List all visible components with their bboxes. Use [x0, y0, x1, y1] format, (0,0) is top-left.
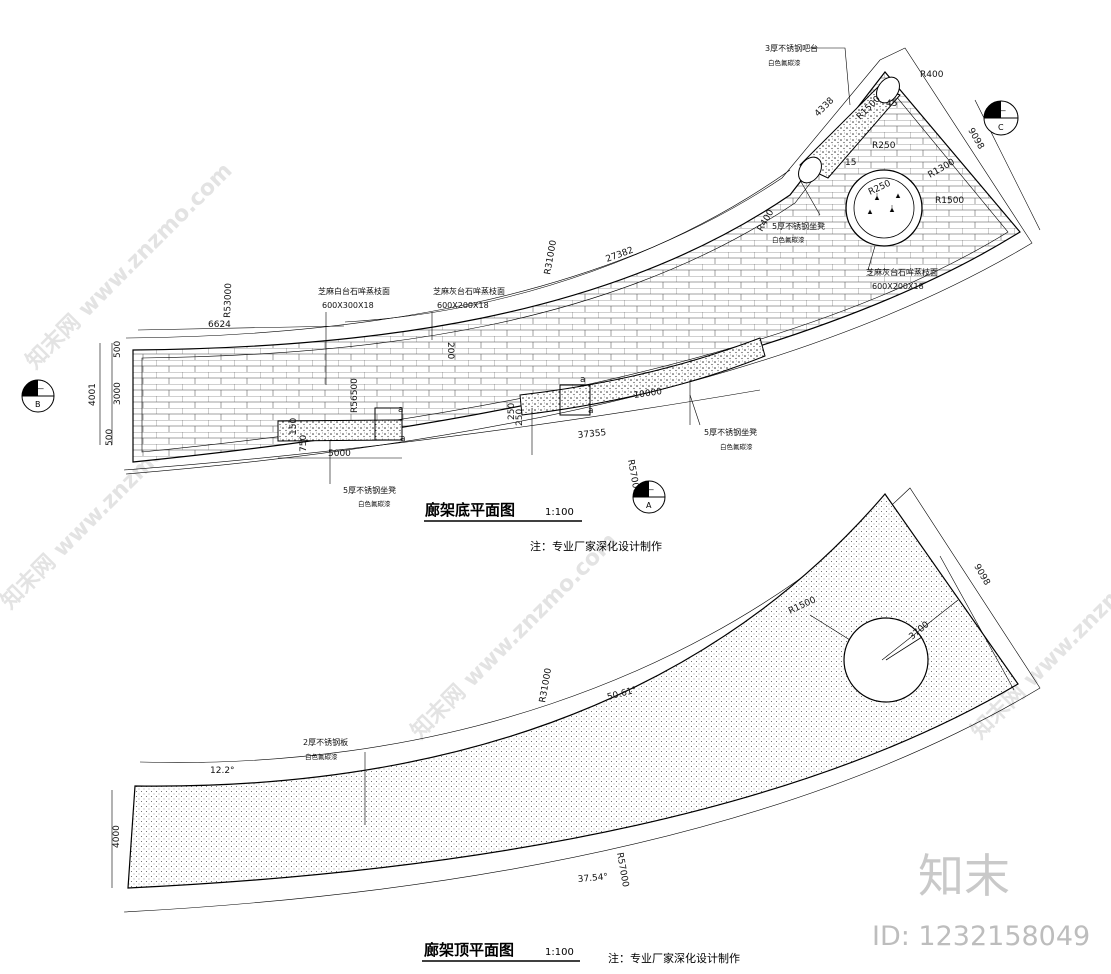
- dim-750: 750: [299, 435, 309, 452]
- bench-right: [519, 337, 766, 416]
- dim-9098-top: 9098: [971, 563, 991, 588]
- dim-500-top: 500: [113, 341, 123, 358]
- label-steel-plate: 2厚不锈钢板: [303, 737, 348, 747]
- dim-9098-bottom: 9098: [965, 127, 985, 152]
- plan-bottom-note: 注：专业厂家深化设计制作: [530, 539, 662, 553]
- radius-31000: R31000: [543, 239, 559, 275]
- dim-15: 15: [845, 158, 856, 168]
- round-planter-inner: [853, 177, 915, 239]
- label-steel-seat-left: 5厚不锈钢坐凳: [343, 485, 396, 495]
- dim-4000: 4000: [112, 825, 122, 848]
- radius-56500: R56500: [350, 378, 360, 413]
- label-steel-platform: 3厚不锈钢吧台: [765, 43, 818, 53]
- dim-150: 150: [289, 418, 299, 435]
- plan-top-title: 廊架顶平面图: [424, 941, 514, 959]
- section-c-letter: C: [998, 123, 1004, 132]
- dim-4338: 4338: [813, 96, 836, 119]
- mark-a: a: [580, 375, 586, 385]
- angle-12-2: 12.2°: [210, 766, 235, 776]
- label-stone-right: 芝麻灰台石哞蒸枝面: [866, 267, 938, 277]
- plan-top-note: 注：专业厂家深化设计制作: [608, 951, 740, 965]
- dim-37355: 37355: [577, 428, 607, 441]
- grass-symbols: [867, 193, 901, 215]
- section-b-letter: B: [35, 400, 41, 409]
- label-steel-seat-left-paint: 白色氟碳漆: [358, 499, 391, 508]
- dimension-lines-top: [111, 555, 1015, 888]
- label-steel-seat-right-paint: 白色氟碳漆: [720, 442, 753, 451]
- plan-bottom: 6624 27382 37355 4001 3000 500 500 5000 …: [21, 43, 1041, 553]
- dimension-lines: [99, 99, 1041, 471]
- label-stone-right-size: 600X200X18: [872, 282, 924, 291]
- label-stone-2: 芝麻灰台石哞蒸枝面: [433, 286, 505, 296]
- label-steel-seat-top: 5厚不锈钢坐凳: [772, 221, 825, 231]
- section-c-top: —: [998, 106, 1006, 115]
- mark-a: a: [398, 405, 404, 415]
- label-steel-seat-right: 5厚不锈钢坐凳: [704, 427, 757, 437]
- plan-top: 12.2° 50.61° 37.54° R31000 R57000 4000 9…: [111, 487, 1041, 965]
- section-marker-a: — A: [632, 480, 666, 514]
- bench-right-support: [559, 384, 591, 416]
- dim-6624: 6624: [208, 320, 231, 330]
- dim-27382: 27382: [605, 246, 635, 265]
- dim-200: 200: [445, 342, 455, 359]
- section-a-top: —: [646, 485, 654, 494]
- label-stone-1: 芝麻白台石哞蒸枝面: [318, 286, 390, 296]
- radius-400-top: R400: [920, 70, 944, 80]
- label-steel-seat-top-paint: 白色氟碳漆: [772, 235, 805, 244]
- label-stone-2-size: 600X200X18: [437, 301, 489, 310]
- mark-a: a: [400, 434, 406, 444]
- label-stone-1-size: 600X300X18: [322, 301, 374, 310]
- radius-57000-top: R57000: [614, 852, 630, 888]
- plan-top-scale: 1:100: [545, 947, 574, 958]
- dim-45: 45: [886, 99, 897, 109]
- section-a-letter: A: [646, 501, 652, 510]
- plan-bottom-title: 廊架底平面图: [425, 501, 515, 519]
- radius-leader: [809, 614, 851, 641]
- dim-500-bottom: 500: [105, 429, 115, 446]
- watermark-text: 知末网 www.znzmo.com: [21, 158, 238, 375]
- plan-bottom-scale: 1:100: [545, 507, 574, 518]
- section-marker-c: — C: [983, 100, 1019, 136]
- mark-a: a: [588, 406, 594, 416]
- paving-area: [132, 71, 1021, 463]
- roof-area: [127, 493, 1019, 889]
- dim-3000: 3000: [113, 382, 123, 405]
- label-steel-platform-paint: 白色氟碳漆: [768, 58, 801, 67]
- brand-logo: 知末: [918, 849, 1010, 903]
- dim-4001: 4001: [88, 383, 98, 406]
- brand-id: ID: 1232158049: [872, 921, 1090, 952]
- radius-250-top: R250: [872, 141, 896, 151]
- bar-end-cap: [798, 156, 822, 184]
- leader-lines: [325, 47, 876, 484]
- label-steel-plate-paint: 白色氟碳漆: [305, 752, 338, 761]
- dim-10000: 10000: [633, 387, 663, 401]
- dim-5000: 5000: [328, 449, 351, 459]
- paving-border: [141, 83, 1009, 453]
- radius-31000-top: R31000: [538, 667, 554, 703]
- outer-offset-line-top: [123, 487, 1041, 913]
- radius-1500-right: R1500: [935, 196, 964, 206]
- outer-offset-line: [125, 47, 1033, 475]
- dim-250-b: 250: [515, 409, 525, 426]
- radius-line: [885, 636, 923, 661]
- angle-37-54: 37.54°: [577, 872, 608, 885]
- watermark-text: 知末网 www.znzmo.com: [966, 528, 1111, 745]
- section-b-top: —: [36, 384, 44, 393]
- dim-250-a: 250: [507, 403, 517, 420]
- radius-53000: R53000: [223, 283, 234, 318]
- section-marker-b: — B: [21, 379, 55, 413]
- bar-end-cap: [876, 76, 900, 104]
- bench-left-support: [374, 407, 403, 441]
